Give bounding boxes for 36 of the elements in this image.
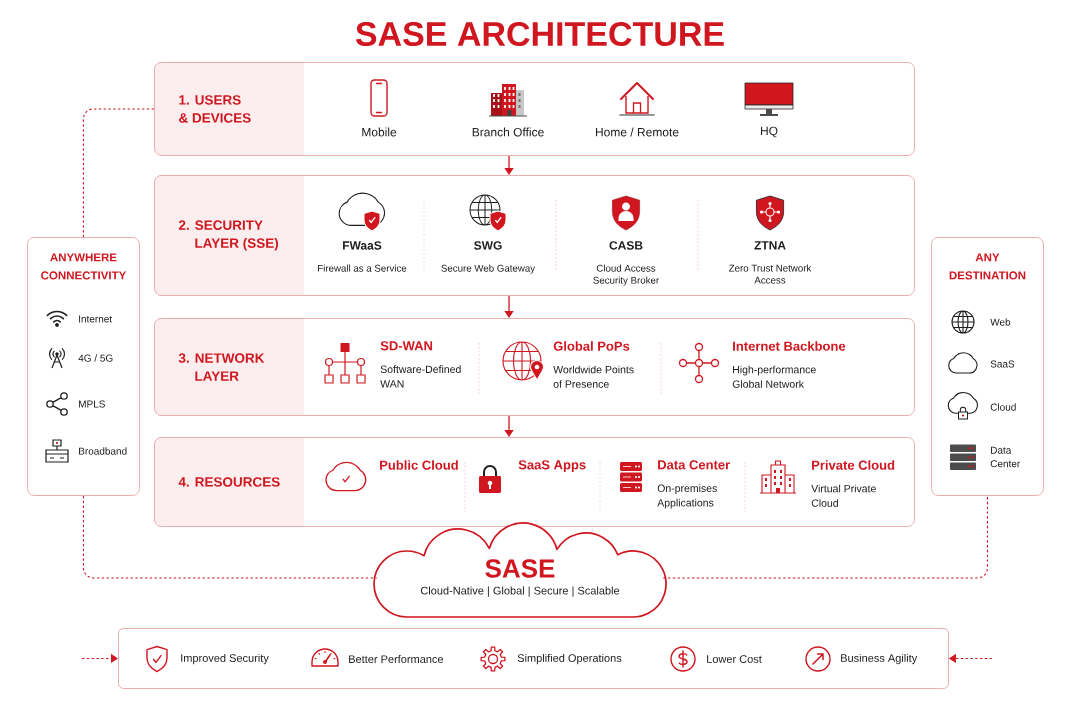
feature-label: Internet Backbone High-performance Global Network — [732, 341, 846, 388]
device-label: Branch Office — [472, 127, 544, 137]
arrow — [504, 295, 514, 318]
arrow — [504, 415, 514, 437]
feature-label: Data Center On-premises Applications — [657, 460, 730, 509]
list-label: Cloud — [990, 403, 1016, 411]
list-label: SaaS — [990, 360, 1015, 368]
service-label: SWG Secure Web Gateway — [441, 241, 536, 274]
cloud-banner: SASE Cloud-Native | Global | Secure | Scalable — [373, 522, 667, 618]
device-label: HQ — [761, 126, 778, 138]
list-label: MPLS — [79, 400, 105, 408]
benefit-label: Business Agility — [841, 653, 918, 665]
list-label: Internet — [79, 315, 113, 323]
device-label: Home / Remote — [596, 127, 679, 137]
benefit-label: Better Performance — [349, 655, 444, 664]
list-label: 4G / 5G — [78, 354, 113, 362]
benefit-label: Improved Security — [181, 653, 269, 665]
feature-label: Global PoPs Worldwide Points of Presence — [553, 341, 634, 388]
service-label: ZTNA Zero Trust Network Access — [729, 241, 812, 284]
service-label: CASB Cloud Access Security Broker — [593, 241, 659, 286]
feature-label: SD-WAN Software-Defined WAN — [380, 341, 461, 388]
feature-label: Private Cloud Virtual Private Cloud — [811, 460, 895, 507]
service-label: FWaaS Firewall as a Service — [318, 241, 407, 272]
feature-label: Public Cloud — [380, 460, 458, 470]
benefit-label: Lower Cost — [707, 655, 762, 663]
benefit-bar — [118, 628, 949, 689]
device-label: Mobile — [362, 127, 397, 137]
list-label: Broadband — [79, 447, 127, 455]
title: SASE ARCHITECTURE — [355, 21, 724, 47]
arrow — [504, 155, 514, 175]
dotted-connector-line — [82, 108, 155, 238]
list-label: Data Center — [990, 446, 1021, 468]
list-label: Web — [990, 318, 1011, 326]
dotted-connector-line — [82, 495, 378, 579]
feature-label: SaaS Apps — [518, 460, 586, 472]
benefit-label: Simplified Operations — [517, 653, 622, 665]
